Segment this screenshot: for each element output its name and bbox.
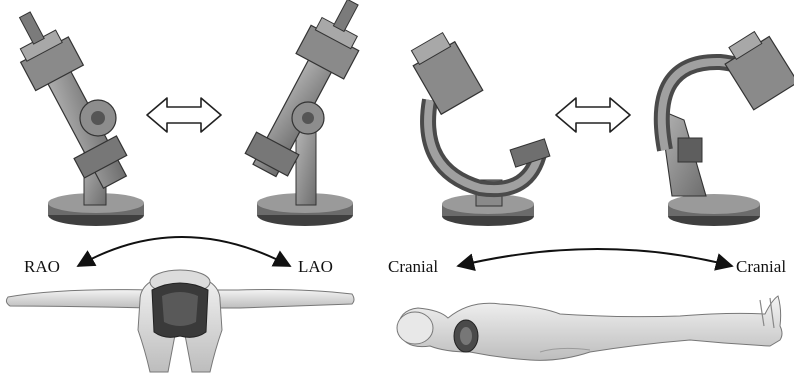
rotation-arc-cranial <box>458 249 732 266</box>
cranial-right-label: Cranial <box>736 258 786 275</box>
c-arm-icon <box>660 26 794 226</box>
cranial-left-label: Cranial <box>388 258 438 275</box>
rotation-arc-rao-lao <box>78 237 290 266</box>
c-arm-icon <box>406 30 550 226</box>
rao-label: RAO <box>24 258 60 275</box>
c-arm-icon <box>2 2 144 226</box>
c-arm-icon <box>241 0 378 226</box>
patient-body-icon <box>6 270 354 372</box>
double-arrow-icon <box>147 98 221 132</box>
double-arrow-icon <box>556 98 630 132</box>
patient-body-icon <box>397 296 782 360</box>
lao-label: LAO <box>298 258 333 275</box>
